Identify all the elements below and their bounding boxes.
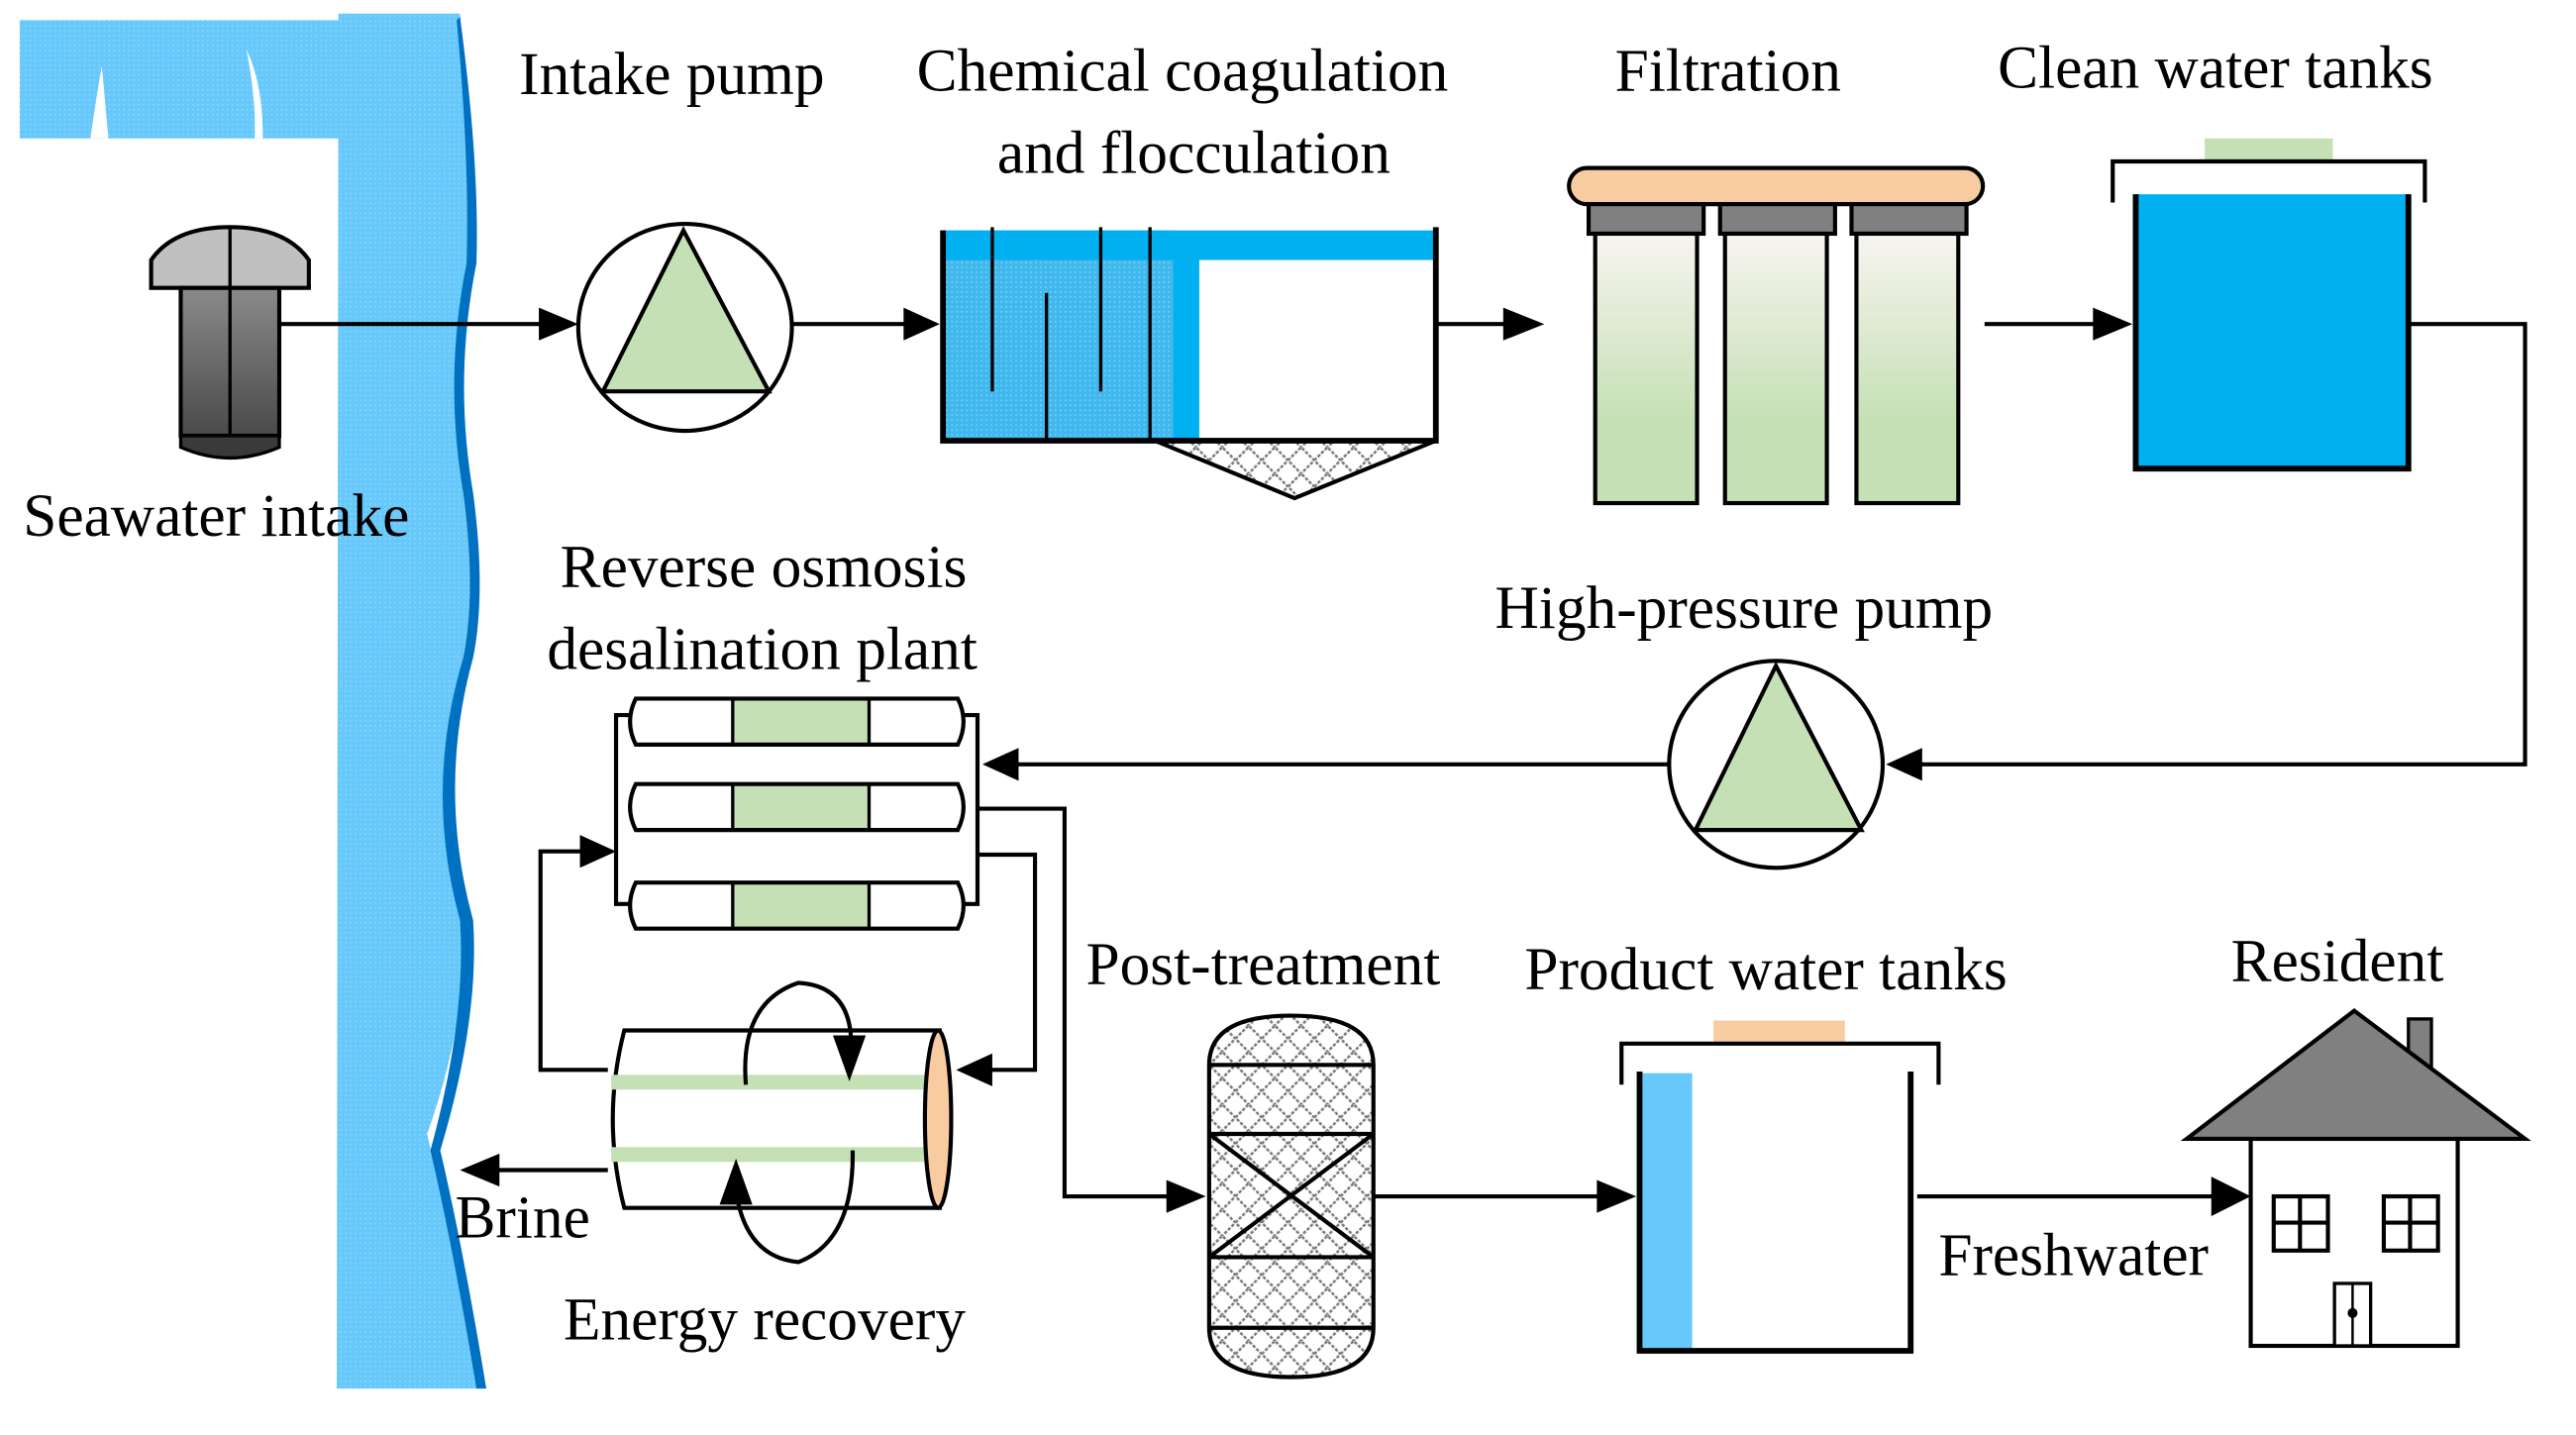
arrow-clean-tank-to-hp-pump [1886,322,2527,781]
ro-membrane [628,696,966,747]
high-pressure-pump-icon [1667,659,1886,871]
ro-membrane [628,781,966,833]
arrow-product-tank-to-resident [1916,1177,2251,1216]
door-icon [2332,1281,2373,1348]
window-icon [2271,1193,2330,1253]
seawater-intake-label: Seawater intake [23,482,409,550]
arrow-pump-to-coagulation [791,307,940,341]
arrow-hp-pump-to-ro [981,748,1670,781]
arrow-post-treatment-to-product-tank [1373,1179,1637,1213]
product-water-tanks-label: Product water tanks [1524,936,2007,1003]
ro-membrane [628,880,966,931]
energy-recovery-label: Energy recovery [564,1285,966,1353]
sea [19,13,487,1389]
arrow-filtration-to-clean-tank [1984,307,2133,341]
arrow-ro-to-post-treatment [977,806,1206,1213]
coagulation-label-line2: and flocculation [997,120,1391,187]
arrow-energy-recovery-to-ro [538,835,617,1073]
energy-recovery-icon [610,980,954,1265]
arrow-intake-to-pump [278,307,578,341]
resident-house-icon [2180,1007,2531,1349]
seawater-intake-icon [149,225,311,460]
filtration-label: Filtration [1615,38,1841,105]
ro-label-line1: Reverse osmosis [561,534,968,601]
clean-water-tank-icon [2111,138,2427,472]
resident-label: Resident [2231,928,2444,995]
sea-body [337,13,480,1389]
freshwater-label: Freshwater [1938,1222,2209,1289]
post-treatment-icon [1206,1013,1376,1380]
shore-line [430,17,487,1389]
ro-label-line2: desalination plant [547,616,978,683]
arrow-ro-to-energy-recovery [956,852,1038,1086]
coagulation-label-line1: Chemical coagulation [917,38,1449,105]
ro-membrane-rack-icon [613,696,980,931]
window-icon [2381,1193,2440,1253]
filtration-icon [1567,165,1986,506]
intake-pump-label: Intake pump [519,41,824,108]
clean-water-tanks-label: Clean water tanks [1998,34,2433,101]
sea-top-block [19,20,361,139]
product-water-tank-icon [1619,1020,1941,1354]
brine-label: Brine [455,1184,589,1252]
coagulation-tank-icon [940,227,1439,501]
high-pressure-pump-label: High-pressure pump [1495,574,1994,642]
arrow-brine-to-sea [460,1153,608,1187]
intake-pump-icon [575,221,794,434]
arrow-coagulation-to-filtration [1435,307,1545,341]
post-treatment-label: Post-treatment [1085,931,1440,998]
